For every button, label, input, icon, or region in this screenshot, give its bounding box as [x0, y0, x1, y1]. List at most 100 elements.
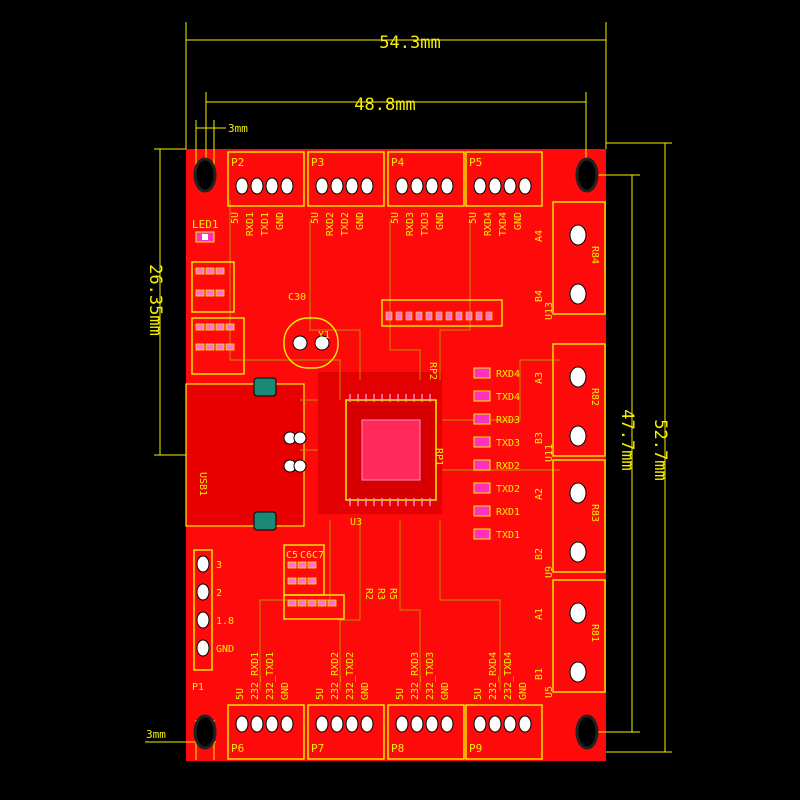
header-pin-label: 5U	[473, 688, 484, 700]
module-pin-a: A2	[534, 488, 545, 500]
header-label: P6	[231, 742, 244, 755]
dim-height-left: 26.35mm	[145, 264, 165, 336]
dimension-left-height: 26.35mm	[145, 148, 186, 456]
header-pin-label: RXD1	[245, 212, 256, 236]
header-pin-label: GND	[518, 682, 529, 700]
header-pin-label: GND	[435, 212, 446, 230]
header-pin-label: 232_TXD2	[345, 652, 356, 700]
module-label: U13	[544, 302, 555, 320]
dim-height-outer: 52.7mm	[650, 419, 670, 480]
header-pin-label: 5U	[395, 688, 406, 700]
header-pin-label: 5U	[235, 688, 246, 700]
header-pin-label: 5U	[468, 212, 479, 224]
signal-txd4: TXD4	[473, 390, 520, 403]
header-pin-label: 5U	[310, 212, 321, 224]
dim-hole-bottom: 3mm	[146, 728, 166, 741]
module-pin-a: A1	[534, 608, 545, 620]
signal-rxd1: RXD1	[473, 505, 520, 518]
r2-label: R2	[363, 588, 374, 600]
usb-area	[185, 383, 305, 527]
header-label: P3	[311, 156, 324, 169]
module-pin-a: A4	[534, 230, 545, 242]
module-side-mark: R82	[589, 388, 600, 406]
resistor-packs: RP1 RP2 R2 R3 R5	[363, 299, 503, 600]
signal-txd1: TXD1	[473, 528, 520, 541]
header-pin-label: 5U	[230, 212, 241, 224]
header-pin-label: 5U	[390, 212, 401, 224]
signal-txd2: TXD2	[473, 482, 520, 495]
module-side-mark: R83	[589, 504, 600, 522]
header-pin-label: 232_TXD1	[265, 652, 276, 700]
module-pin-b: B2	[534, 548, 545, 560]
cap-c6-label: C6	[300, 550, 312, 561]
header-pin-label: 232_TXD3	[425, 652, 436, 700]
header-pin-label: GND	[440, 682, 451, 700]
signal-label: RXD3	[496, 415, 520, 426]
header-pin-label: 232_RXD2	[330, 652, 341, 700]
dimension-right-outer: 52.7mm	[606, 142, 672, 753]
mount-hole-tl	[193, 157, 217, 193]
module-side-mark: R81	[589, 624, 600, 642]
module-pin-b: B4	[534, 290, 545, 302]
r5-label: R5	[387, 588, 398, 600]
dimension-top-outer: 54.3mm	[185, 22, 607, 149]
mount-hole-tr	[575, 157, 599, 193]
signal-label: RXD4	[496, 369, 520, 380]
p1-pin-label: 2	[216, 588, 222, 599]
mount-hole-bl	[193, 714, 217, 750]
header-label: P7	[311, 742, 324, 755]
cap-c7-label: C7	[312, 550, 324, 561]
module-pin-b: B3	[534, 432, 545, 444]
header-label: P4	[391, 156, 405, 169]
signal-label: RXD2	[496, 461, 520, 472]
usb-label: USB1	[197, 472, 208, 496]
led1: LED1	[192, 218, 219, 243]
mounting-holes	[193, 157, 599, 750]
header-pin-label: 5U	[315, 688, 326, 700]
rp2-label: RP2	[427, 362, 438, 380]
chip-label: U3	[350, 517, 362, 528]
capacitor-group-left	[191, 261, 245, 375]
header-pin-label: RXD4	[483, 212, 494, 236]
module-pin-b: B1	[534, 668, 545, 680]
signal-label: TXD3	[496, 438, 520, 449]
crystal-y1: Y1 C30	[283, 292, 339, 369]
cap-c5-label: C5	[286, 550, 298, 561]
module-label: U11	[544, 444, 555, 462]
dimension-hole-top: 3mm	[195, 120, 248, 175]
cap-c30-label: C30	[288, 292, 306, 303]
header-pin-label: 232_RXD4	[488, 652, 499, 700]
header-pin-label: TXD4	[498, 212, 509, 236]
signal-rxd2: RXD2	[473, 459, 520, 472]
header-label: P8	[391, 742, 404, 755]
chip-u3: U3	[345, 394, 437, 528]
dim-width-outer: 54.3mm	[379, 33, 440, 53]
header-pin-label: GND	[280, 682, 291, 700]
capacitor-group-bottom: C5 C6 C7	[283, 544, 345, 620]
header-pin-label: 232_TXD4	[503, 652, 514, 700]
led1-label: LED1	[192, 218, 219, 231]
signal-txd3: TXD3	[473, 436, 520, 449]
mount-hole-br	[575, 714, 599, 750]
usb1-connector: USB1	[197, 377, 307, 531]
rp1-label: RP1	[433, 448, 444, 466]
module-side-mark: R84	[589, 246, 600, 264]
crystal-label: Y1	[318, 330, 330, 341]
p1-pin-label: 1.8	[216, 616, 234, 627]
